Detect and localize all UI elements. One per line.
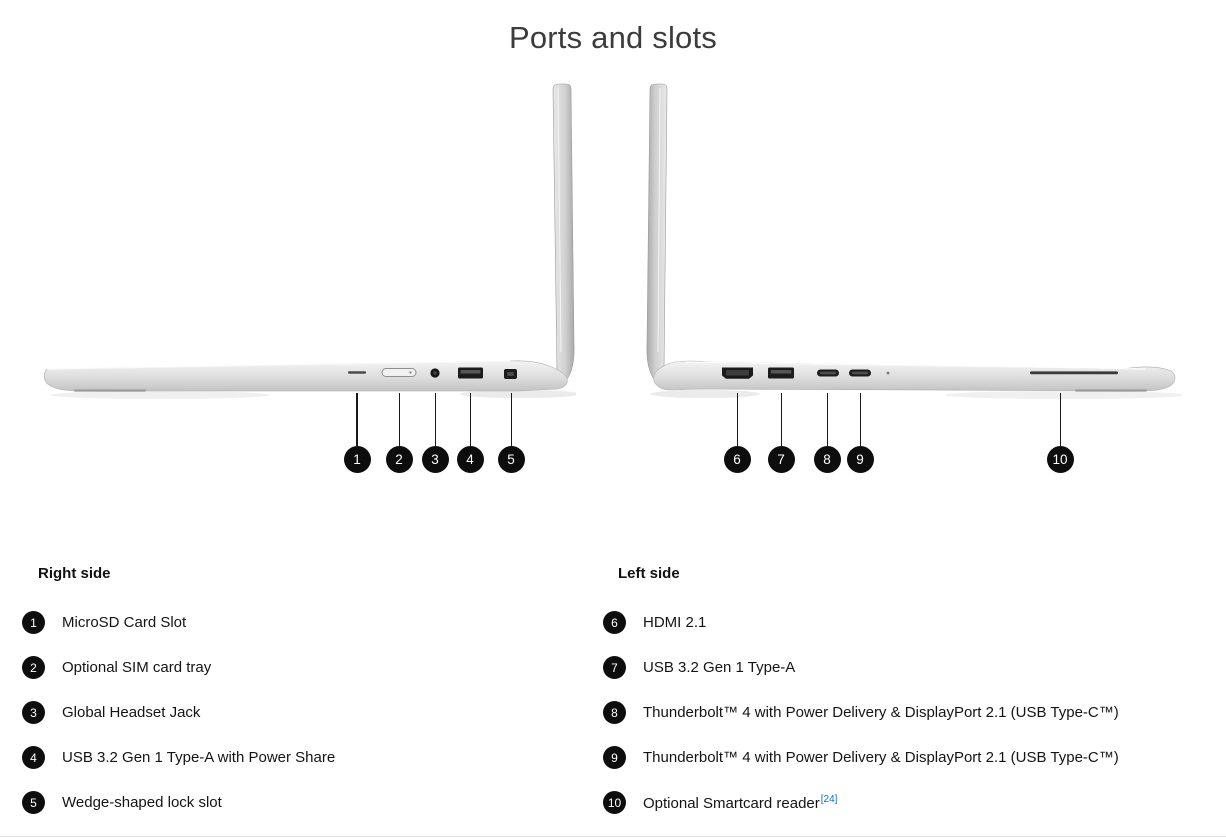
legend-item-2: 2 Optional SIM card tray <box>22 645 582 690</box>
legend-item-3: 3 Global Headset Jack <box>22 690 582 735</box>
legend-item-5: 5 Wedge-shaped lock slot <box>22 780 582 825</box>
lock-slot-inner <box>507 372 514 376</box>
callout-3: 3 <box>421 446 449 473</box>
leader-line-1 <box>356 393 358 446</box>
usb-c-inner-2 <box>851 371 869 375</box>
legend-item-1: 1 MicroSD Card Slot <box>22 600 582 645</box>
laptop-right-side-illustration <box>43 83 576 399</box>
callout-4: 4 <box>456 446 484 473</box>
leader-line-9 <box>859 393 861 446</box>
legend-label-10-text: Optional Smartcard reader <box>643 794 820 812</box>
legend-label-10: Optional Smartcard reader[24] <box>643 794 837 812</box>
legend-item-9: 9 Thunderbolt™ 4 with Power Delivery & D… <box>603 735 1203 780</box>
legend-item-4: 4 USB 3.2 Gen 1 Type-A with Power Share <box>22 735 582 780</box>
shadow <box>945 391 1181 399</box>
screen-lid-edge <box>552 83 575 380</box>
headset-jack-inner <box>433 371 437 375</box>
legend-label-7: USB 3.2 Gen 1 Type-A <box>643 659 796 676</box>
badge-5: 5 <box>22 791 45 814</box>
smartcard-slot-graphic <box>1030 371 1118 375</box>
callout-6: 6 <box>723 446 751 473</box>
legend-label-2: Optional SIM card tray <box>62 659 212 676</box>
legend-heading-right: Right side <box>38 565 111 582</box>
leader-line-10 <box>1059 393 1061 446</box>
laptop-left-side-illustration <box>646 83 1181 399</box>
base-top-highlight <box>46 360 511 370</box>
callout-5: 5 <box>497 446 525 473</box>
leader-line-6 <box>736 393 738 446</box>
base-top-highlight <box>684 361 1146 370</box>
badge-9: 9 <box>603 746 626 769</box>
callout-7: 7 <box>767 446 795 473</box>
usb-a-tongue <box>770 370 792 374</box>
badge-2: 2 <box>22 656 45 679</box>
callout-9: 9 <box>846 446 874 473</box>
legend-label-4: USB 3.2 Gen 1 Type-A with Power Share <box>62 749 336 766</box>
legend-label-8: Thunderbolt™ 4 with Power Delivery & Dis… <box>643 704 1119 721</box>
callout-2: 2 <box>385 446 413 473</box>
badge-3: 3 <box>22 701 45 724</box>
leader-line-2 <box>398 393 400 446</box>
page-title: Ports and slots <box>508 20 718 55</box>
microsd-slot-graphic <box>348 371 366 374</box>
legend-item-8: 8 Thunderbolt™ 4 with Power Delivery & D… <box>603 690 1203 735</box>
badge-10: 10 <box>603 791 626 814</box>
legend-heading-left: Left side <box>618 565 680 582</box>
legend-left-side: Left side 6 HDMI 2.1 7 USB 3.2 Gen 1 Typ… <box>603 565 1203 825</box>
badge-6: 6 <box>603 611 626 634</box>
screen-highlight <box>657 87 661 353</box>
screen-highlight <box>557 87 562 353</box>
callout-10: 10 <box>1046 446 1074 473</box>
legend-right-side: Right side 1 MicroSD Card Slot 2 Optiona… <box>22 565 582 825</box>
leader-line-4 <box>469 393 471 446</box>
legend-label-9: Thunderbolt™ 4 with Power Delivery & Dis… <box>643 749 1119 766</box>
callout-8: 8 <box>813 446 841 473</box>
rubber-foot <box>74 389 146 392</box>
leader-line-8 <box>826 393 828 446</box>
usb-a-tongue <box>460 370 481 374</box>
badge-1: 1 <box>22 611 45 634</box>
legend-label-6: HDMI 2.1 <box>643 614 707 631</box>
legend-item-6: 6 HDMI 2.1 <box>603 600 1203 645</box>
legend-item-10: 10 Optional Smartcard reader[24] <box>603 780 1203 825</box>
badge-7: 7 <box>603 656 626 679</box>
leader-line-3 <box>434 393 436 446</box>
callout-1: 1 <box>343 446 371 473</box>
leader-line-7 <box>780 393 782 446</box>
legend-label-5: Wedge-shaped lock slot <box>62 794 222 811</box>
legend-label-3: Global Headset Jack <box>62 704 201 721</box>
legend-label-1: MicroSD Card Slot <box>62 614 187 631</box>
footnote-link-24[interactable]: [24] <box>820 793 838 805</box>
leader-line-5 <box>510 393 512 446</box>
usb-c-inner-1 <box>819 371 837 375</box>
shadow <box>50 391 270 399</box>
shadow <box>650 390 760 398</box>
sim-pinhole <box>409 371 412 374</box>
legend-item-7: 7 USB 3.2 Gen 1 Type-A <box>603 645 1203 690</box>
hdmi-inner <box>726 370 749 376</box>
badge-4: 4 <box>22 746 45 769</box>
badge-8: 8 <box>603 701 626 724</box>
sim-tray-graphic <box>381 368 417 377</box>
mic-hole <box>886 371 890 375</box>
rubber-foot <box>1075 389 1147 392</box>
laptop-base <box>43 360 568 392</box>
shadow <box>460 390 576 398</box>
screen-lid-edge <box>646 83 668 380</box>
